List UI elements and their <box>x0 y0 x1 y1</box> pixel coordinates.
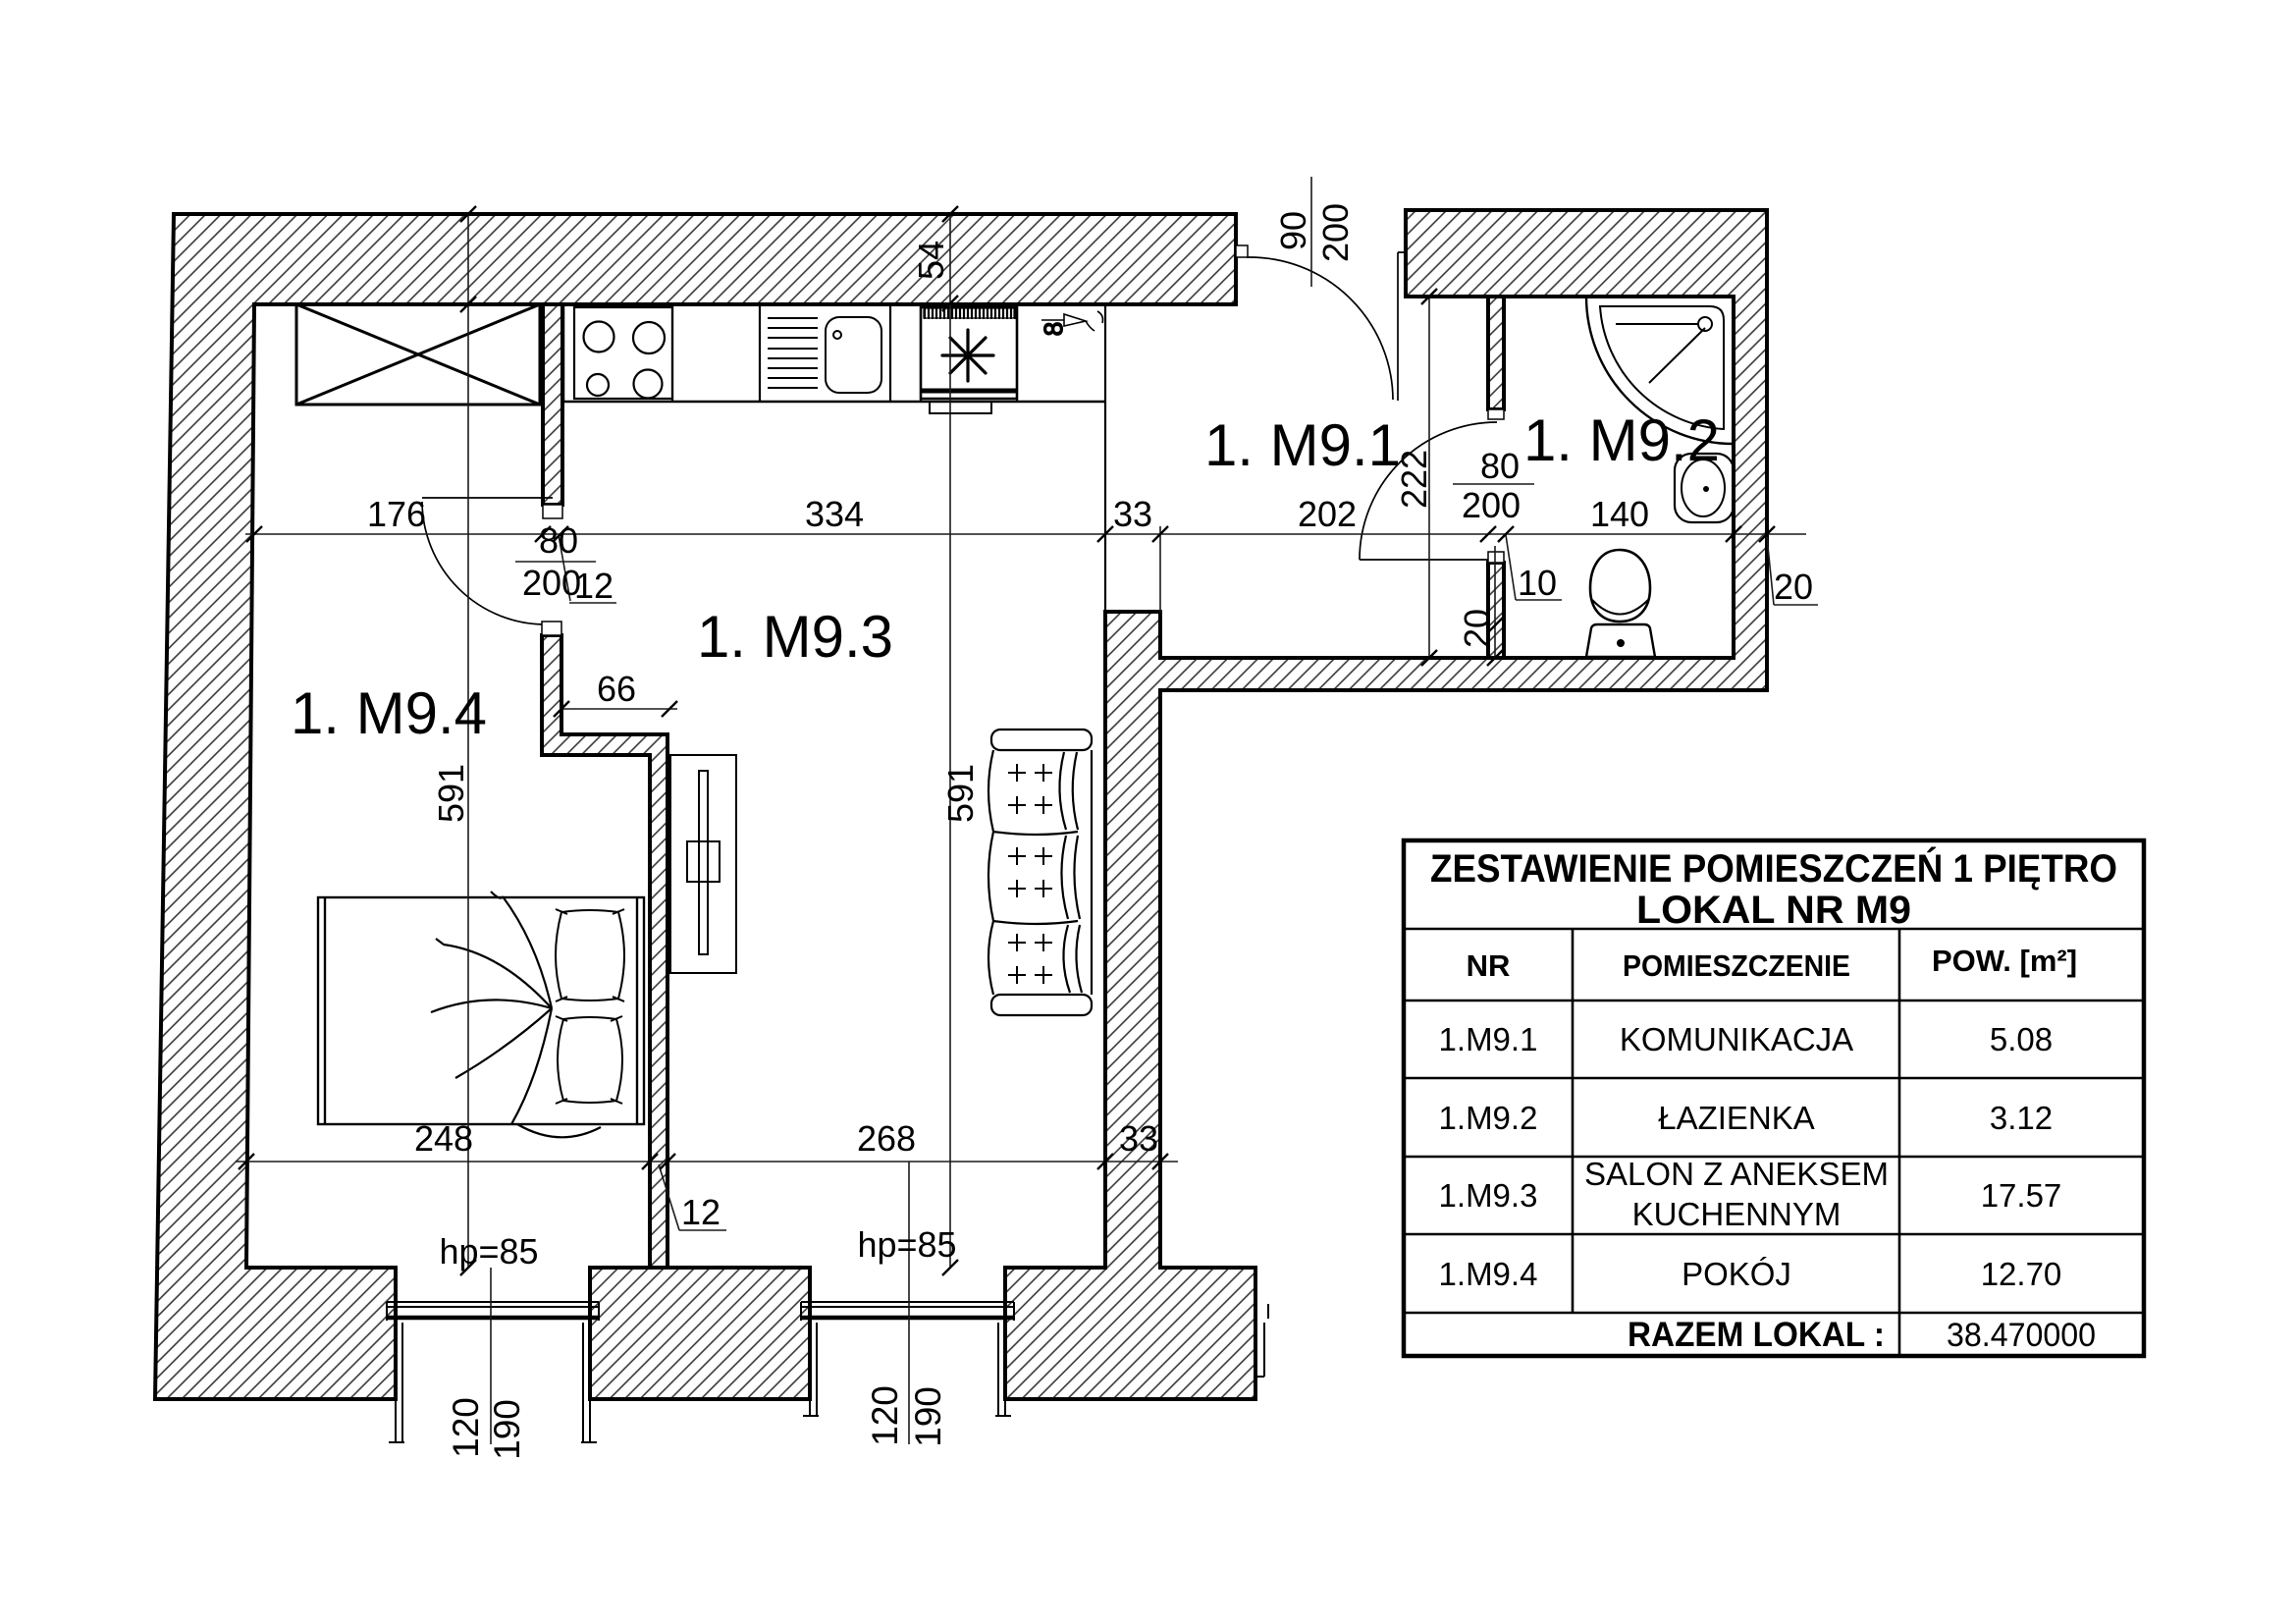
svg-text:200: 200 <box>522 563 581 603</box>
svg-text:POW. [m²]: POW. [m²] <box>1932 944 2077 978</box>
svg-text:222: 222 <box>1394 450 1434 509</box>
svg-text:3.12: 3.12 <box>1990 1100 2053 1136</box>
svg-text:1. M9.2: 1. M9.2 <box>1523 407 1720 473</box>
svg-text:ŁAZIENKA: ŁAZIENKA <box>1658 1100 1815 1136</box>
svg-text:12.70: 12.70 <box>1981 1256 2062 1292</box>
svg-text:20: 20 <box>1774 567 1813 607</box>
svg-text:80: 80 <box>1480 446 1520 486</box>
svg-text:190: 190 <box>487 1399 527 1460</box>
svg-text:248: 248 <box>414 1118 473 1159</box>
svg-text:NR: NR <box>1467 948 1511 983</box>
svg-text:8: 8 <box>1039 322 1068 336</box>
svg-text:1.M9.4: 1.M9.4 <box>1439 1256 1538 1292</box>
svg-text:591: 591 <box>431 764 471 823</box>
svg-text:66: 66 <box>597 669 636 709</box>
svg-text:1. M9.3: 1. M9.3 <box>697 604 893 670</box>
svg-text:1.M9.1: 1.M9.1 <box>1439 1021 1538 1057</box>
svg-text:RAZEM LOKAL :: RAZEM LOKAL : <box>1628 1316 1885 1354</box>
svg-text:LOKAL NR M9: LOKAL NR M9 <box>1636 889 1911 932</box>
svg-text:33: 33 <box>1113 494 1152 534</box>
svg-text:POMIESZCZENIE: POMIESZCZENIE <box>1623 948 1850 983</box>
svg-text:1.M9.3: 1.M9.3 <box>1439 1177 1538 1214</box>
svg-text:SALON Z ANEKSEM: SALON Z ANEKSEM <box>1584 1156 1889 1192</box>
svg-text:12: 12 <box>681 1192 721 1232</box>
svg-text:200: 200 <box>1462 485 1521 525</box>
svg-text:202: 202 <box>1298 494 1357 534</box>
svg-text:80: 80 <box>539 520 578 561</box>
svg-text:268: 268 <box>857 1118 916 1159</box>
svg-text:17.57: 17.57 <box>1981 1177 2062 1214</box>
svg-text:5.08: 5.08 <box>1990 1021 2053 1057</box>
svg-text:KOMUNIKACJA: KOMUNIKACJA <box>1620 1021 1853 1057</box>
svg-text:120: 120 <box>865 1385 905 1446</box>
svg-text:20: 20 <box>1457 609 1497 648</box>
svg-text:ZESTAWIENIE POMIESZCZEŃ 1 PIĘT: ZESTAWIENIE POMIESZCZEŃ 1 PIĘTRO <box>1430 846 2117 891</box>
svg-text:12: 12 <box>574 566 614 606</box>
svg-text:33: 33 <box>1119 1118 1158 1159</box>
svg-text:120: 120 <box>446 1397 486 1458</box>
svg-text:90: 90 <box>1273 211 1313 250</box>
svg-text:1. M9.1: 1. M9.1 <box>1204 412 1401 478</box>
svg-text:1. M9.4: 1. M9.4 <box>291 680 487 746</box>
svg-text:54: 54 <box>911 241 951 280</box>
svg-text:38.470000: 38.470000 <box>1947 1317 2096 1354</box>
svg-text:190: 190 <box>908 1386 948 1447</box>
svg-text:1.M9.2: 1.M9.2 <box>1439 1100 1538 1136</box>
svg-text:200: 200 <box>1315 203 1356 262</box>
svg-text:POKÓJ: POKÓJ <box>1682 1256 1791 1292</box>
svg-text:10: 10 <box>1518 563 1557 603</box>
svg-text:140: 140 <box>1590 494 1649 534</box>
svg-text:KUCHENNYM: KUCHENNYM <box>1632 1196 1842 1232</box>
svg-text:176: 176 <box>367 494 426 534</box>
svg-text:334: 334 <box>805 494 864 534</box>
svg-text:hp=85: hp=85 <box>439 1231 538 1271</box>
svg-text:hp=85: hp=85 <box>857 1224 956 1265</box>
svg-text:591: 591 <box>940 764 981 823</box>
